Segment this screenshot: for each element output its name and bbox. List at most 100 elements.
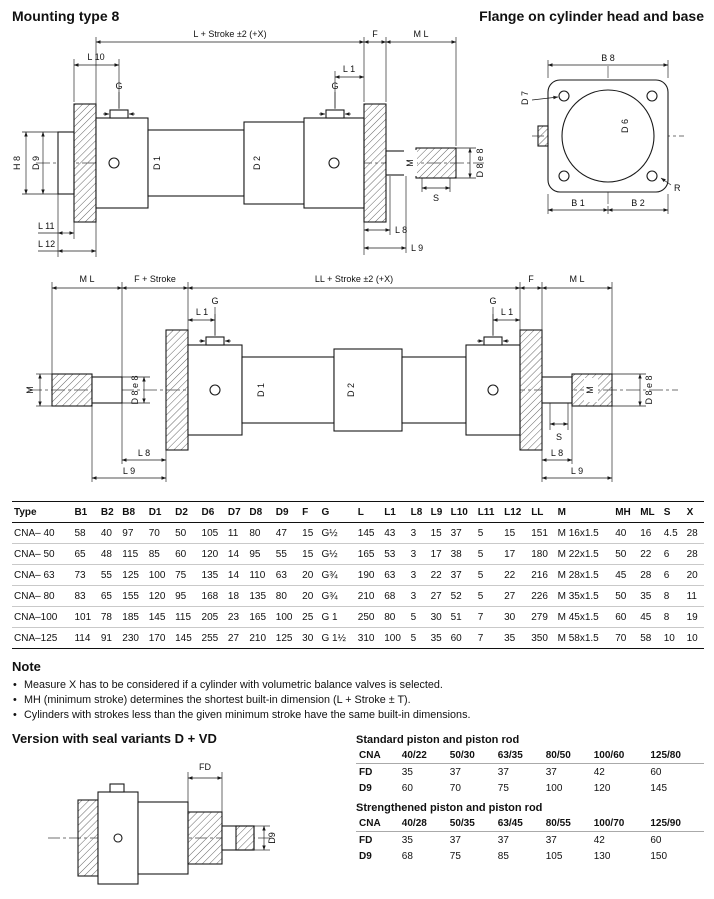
table-cell: 35 [401,834,413,846]
port-g-label: G [489,296,496,306]
table-cell: CNA–100 [12,606,73,628]
label-backdrop [584,378,598,402]
table-cell: 80 [273,585,301,607]
table-cell: 114 [72,627,99,649]
table-cell: 100 [273,606,301,628]
dim-b1: B 1 [571,198,585,208]
table-cell: 19 [684,606,704,628]
table-cell: 22 [428,564,449,586]
dim-ml-left: M L [79,274,94,284]
table-cell: 80 [247,522,274,544]
table-cell: CNA– 80 [12,585,73,607]
port-g-label: G [331,81,338,91]
dim-d8e8-right: D 8 e 8 [644,375,654,404]
table-cell: 100 [382,627,409,649]
table-cell: M 22x1.5 [555,543,614,565]
table-cell: L11 [475,501,503,523]
table-cell: D9 [359,850,372,862]
dim-l8-left: L 8 [138,448,150,458]
dim-l9-right: L 9 [571,466,583,476]
dim-b8: B 8 [601,53,615,63]
dim-l9-left: L 9 [123,466,135,476]
dimension-labels: FD D9 [199,762,277,844]
table-cell: G 1½ [319,627,356,649]
table-cell: 70 [613,627,639,649]
table-cell: 60 [401,782,413,794]
seal-variant-left: Version with seal variants D + VD [12,731,342,899]
cylinder-side-view-drawing: L + Stroke ±2 (+X) L 10 L 1 F M L G G H … [12,29,485,257]
table-cell: 205 [199,606,226,628]
table-cell: 110 [247,564,274,586]
table-cell: 53 [382,543,409,565]
table-cell: CNA–125 [12,627,73,649]
table-cell: 5 [475,522,503,544]
label-backdrop [404,150,417,176]
table-cell: 3 [408,522,429,544]
table-cell: 135 [247,585,274,607]
table-cell: D6 [199,501,226,523]
table-cell: 100/70 [590,815,648,832]
table-cell: 42 [593,766,605,778]
dim-h8: H 8 [12,156,22,170]
table-cell: 58 [72,522,99,544]
table-cell: 255 [199,627,226,649]
table-cell: 40/22 [398,747,447,764]
table-cell: 15 [502,522,530,544]
seal-variant-drawing: FD D9 [48,762,277,885]
dim-d6: D 6 [620,119,630,133]
table-cell: 50/35 [446,815,495,832]
table-cell: G 1 [319,606,356,628]
table-cell: 145 [146,606,174,628]
cylinder-double-flange-drawing: M L F + Stroke LL + Stroke ±2 (+X) F M L… [25,274,678,482]
table-cell: 83 [72,585,99,607]
dim-f: F [372,29,378,39]
table-cell: L [355,501,383,523]
table-cell: 100 [146,564,174,586]
table-cell: B8 [120,501,147,523]
table-cell: L10 [448,501,476,523]
table-cell: 30 [428,606,449,628]
dim-l9: L 9 [411,243,423,253]
table-cell: 55 [98,564,121,586]
table-cell: 115 [120,543,147,565]
table-cell: 58 [638,627,662,649]
table-cell: 75 [497,782,509,794]
table-cell: 63 [382,564,409,586]
table-cell: 125/90 [647,815,704,832]
table-cell: 8 [661,606,685,628]
table-cell: LL [529,501,556,523]
table-cell: M [555,501,614,523]
dim-l8-right: L 8 [551,448,563,458]
table-cell: 60 [173,543,200,565]
drawings-row-1: L + Stroke ±2 (+X) L 10 L 1 F M L G G H … [12,26,704,266]
table-cell: G½ [319,522,356,544]
table-cell: 45 [613,564,639,586]
table-cell: 100 [545,782,563,794]
table-cell: 37 [448,522,476,544]
table-cell: 75 [449,850,461,862]
table-cell: 85 [146,543,174,565]
dimension-lines [531,60,672,214]
table-cell: 68 [401,850,413,862]
table-cell: 55 [273,543,301,565]
table-cell: 30 [502,606,530,628]
table-cell: 17 [428,543,449,565]
table-cell: D2 [173,501,200,523]
cylinder-head-body [77,783,255,885]
table-cell: 16 [638,522,662,544]
table-cell: L8 [408,501,429,523]
table-cell: 4.5 [661,522,685,544]
note-bullet: MH (minimum stroke) determines the short… [12,694,704,706]
dim-l12: L 12 [38,239,55,249]
table-cell: 120 [146,585,174,607]
table-cell: 51 [448,606,476,628]
